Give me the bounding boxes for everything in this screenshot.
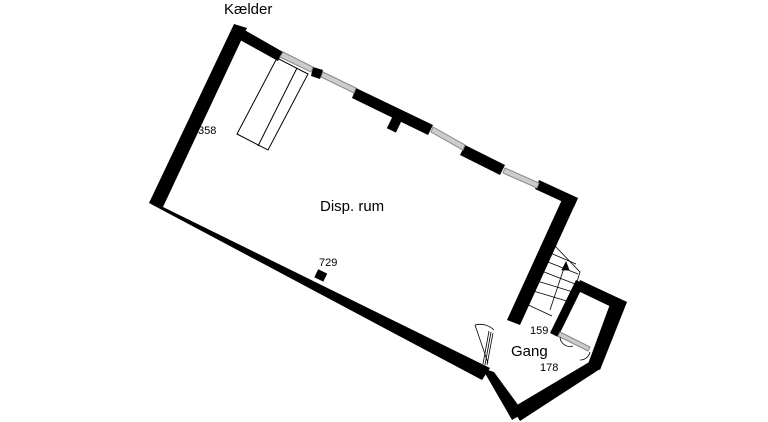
wall-projection-bottom <box>314 269 328 282</box>
wall-top-3 <box>460 145 505 175</box>
stairs-icon <box>523 245 581 317</box>
wall-pier-1 <box>311 67 323 79</box>
wall-bottom <box>149 203 490 380</box>
window-icon <box>320 71 357 94</box>
wall-left-thick <box>149 24 247 207</box>
wall-projection-top <box>386 117 402 133</box>
wall-gang-bottom <box>512 358 600 421</box>
wall-top-1 <box>234 24 283 61</box>
windows <box>279 51 591 352</box>
dimension-disp-rum-width: 358 <box>198 125 217 137</box>
window-icon <box>430 126 466 151</box>
wall-gang-left <box>482 368 524 420</box>
bench-icon <box>236 57 309 151</box>
dimension-gang-length: 178 <box>540 362 559 374</box>
wall-closet-left <box>550 280 584 337</box>
wall-gang-top <box>576 280 627 312</box>
wall-gang-right <box>588 296 627 370</box>
window-icon <box>279 51 314 73</box>
walls <box>149 24 627 421</box>
door-icon <box>474 324 495 366</box>
window-icon <box>557 331 591 352</box>
floor-title: Kælder <box>224 1 273 18</box>
door-icon <box>559 336 591 361</box>
dimension-disp-rum-length: 729 <box>319 257 338 269</box>
dimension-gang-width: 159 <box>530 325 549 337</box>
room-label-gang: Gang <box>511 343 548 360</box>
wall-top-2 <box>352 88 433 135</box>
window-icon <box>502 167 540 189</box>
wall-right <box>507 193 578 325</box>
room-label-disp-rum: Disp. rum <box>320 198 385 215</box>
